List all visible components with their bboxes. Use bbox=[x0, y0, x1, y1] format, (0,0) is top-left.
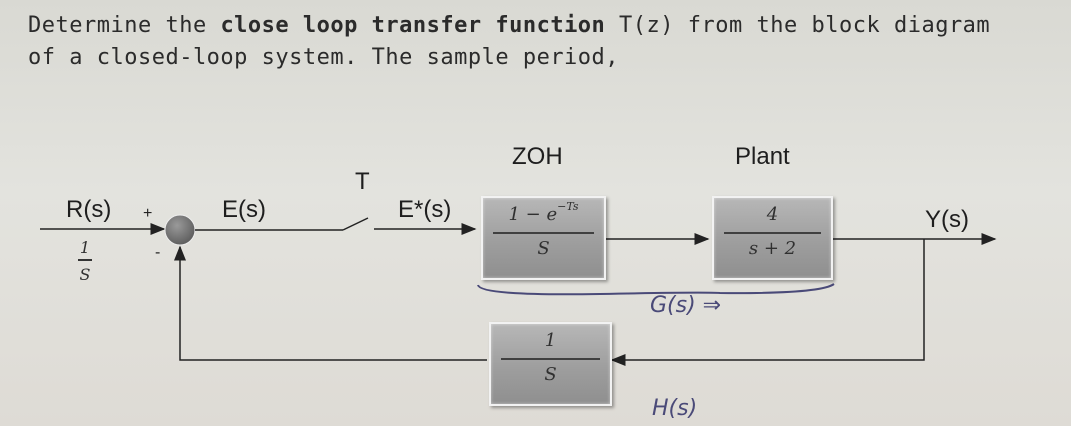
plant-fraction-bar bbox=[724, 232, 821, 234]
zoh-fraction-bar bbox=[493, 232, 594, 234]
annotation-g: G(s) ⇒ bbox=[650, 293, 722, 318]
plus-sign: + bbox=[143, 205, 153, 222]
sampled-error-label: E*(s) bbox=[398, 196, 452, 223]
problem-line-1-bold: close loop transfer function bbox=[220, 13, 606, 38]
wire-feedback-return bbox=[610, 239, 925, 366]
problem-line-2: of a closed-loop system. The sample peri… bbox=[28, 45, 620, 70]
problem-statement: Determine the close loop transfer functi… bbox=[28, 10, 1058, 74]
feedback-block: 1 S bbox=[489, 322, 612, 406]
input-label: R(s) bbox=[66, 196, 112, 223]
zoh-title: ZOH bbox=[512, 143, 563, 170]
problem-line-1-pre: Determine the bbox=[28, 13, 221, 38]
zoh-block: 1 − e−Ts S bbox=[481, 196, 606, 280]
input-frac-den: S bbox=[79, 265, 91, 284]
feedback-fraction-bar bbox=[501, 358, 600, 360]
feedback-denominator: S bbox=[544, 364, 557, 385]
plant-numerator: 4 bbox=[766, 204, 779, 225]
zoh-num-base: 1 − e bbox=[508, 204, 558, 225]
summing-junction bbox=[164, 214, 196, 246]
annotation-h: H(s) bbox=[652, 396, 698, 421]
input-frac-num: 1 bbox=[79, 238, 91, 257]
zoh-denominator: S bbox=[537, 238, 550, 259]
sampler-label: T bbox=[355, 168, 370, 195]
plant-title: Plant bbox=[735, 143, 790, 170]
sampler-switch bbox=[342, 217, 369, 231]
zoh-numerator: 1 − e−Ts bbox=[483, 200, 604, 225]
plant-denominator: s + 2 bbox=[748, 238, 797, 259]
error-label: E(s) bbox=[222, 196, 266, 223]
wire-feedback-path bbox=[174, 245, 487, 361]
problem-line-1-post: T(z) from the block diagram bbox=[605, 13, 991, 38]
plant-block: 4 s + 2 bbox=[712, 196, 833, 280]
input-frac-bar bbox=[78, 259, 92, 261]
problem-line-1: Determine the close loop transfer functi… bbox=[28, 10, 1058, 42]
feedback-numerator: 1 bbox=[544, 330, 557, 351]
hand-brace bbox=[477, 283, 835, 296]
zoh-num-exponent: −Ts bbox=[557, 200, 579, 213]
minus-sign: - bbox=[155, 244, 161, 261]
output-label: Y(s) bbox=[925, 206, 969, 233]
